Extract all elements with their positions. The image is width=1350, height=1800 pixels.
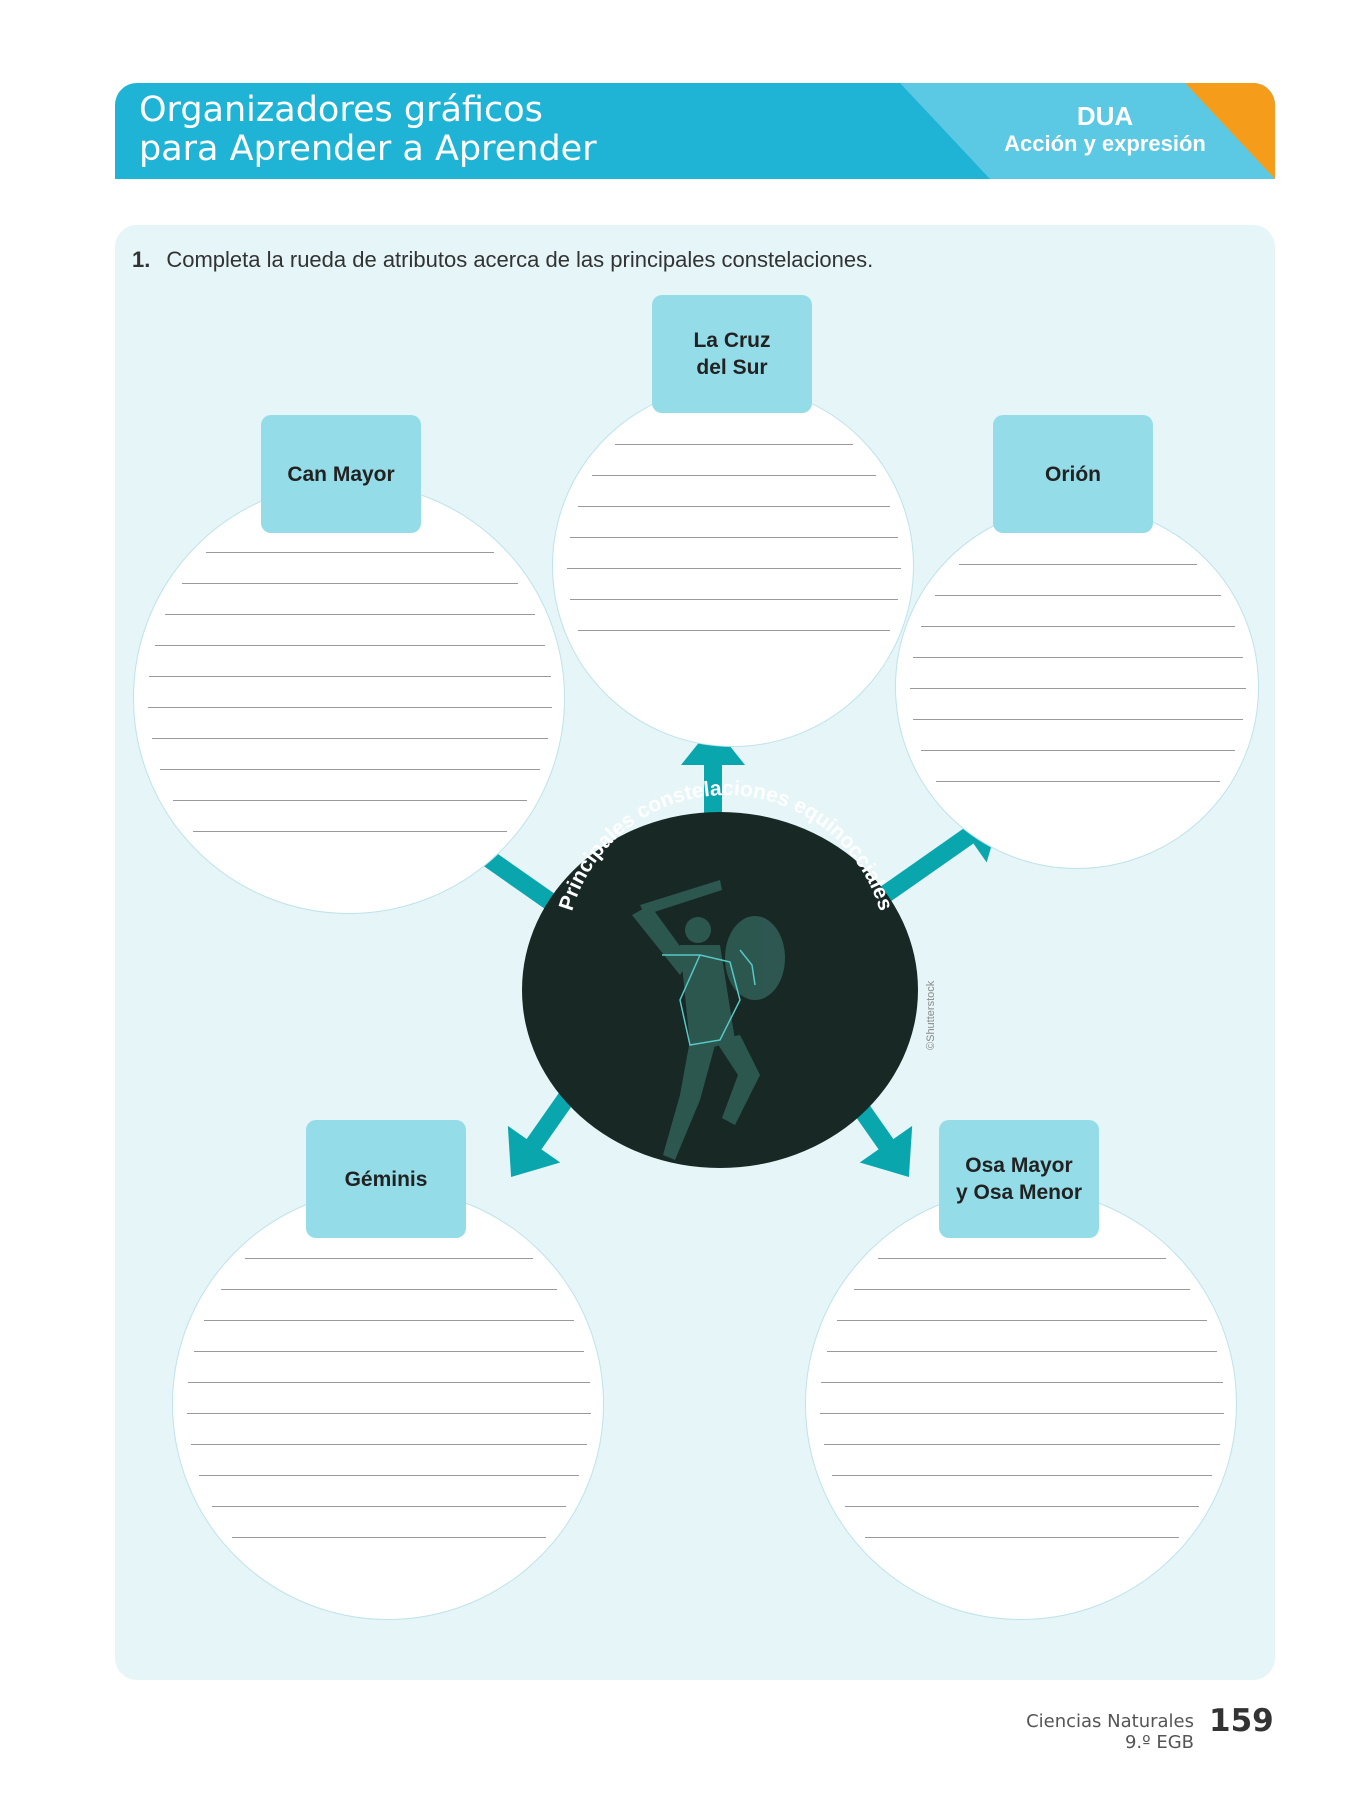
writing-line [567, 567, 901, 569]
writing-line [569, 536, 899, 538]
activity-instruction-text: Completa la rueda de atributos acerca de… [166, 247, 874, 272]
writing-line [821, 1382, 1223, 1384]
writing-line [165, 614, 535, 616]
writing-line [935, 595, 1221, 597]
writing-circle-la-cruz-del-sur[interactable] [552, 385, 914, 747]
activity-instruction: 1. Completa la rueda de atributos acerca … [132, 247, 873, 273]
writing-circle-can-mayor[interactable] [133, 482, 565, 914]
writing-line [205, 552, 495, 554]
writing-line [181, 583, 519, 585]
writing-line [212, 1506, 566, 1508]
label-osa-mayor-y-osa-menor: Osa Mayor y Osa Menor [939, 1120, 1099, 1238]
footer-grade: 9.º EGB [1124, 1732, 1194, 1753]
writing-line [198, 1475, 580, 1477]
writing-line [865, 1537, 1179, 1539]
header-title: Organizadores gráficos para Aprender a A… [139, 91, 597, 169]
label-text-orion: Orión [1045, 462, 1101, 486]
dua-badge-subtitle: Acción y expresión [1004, 131, 1206, 156]
label-orion: Orión [993, 415, 1153, 533]
writing-line [592, 474, 876, 476]
writing-line [232, 1537, 546, 1539]
writing-line [204, 1320, 574, 1322]
writing-line [220, 1289, 558, 1291]
writing-line [149, 676, 551, 678]
writing-line [912, 657, 1244, 659]
writing-line [577, 505, 891, 507]
writing-line [837, 1320, 1207, 1322]
writing-line [877, 1258, 1167, 1260]
page-number: 159 [1209, 1703, 1274, 1739]
dua-badge: DUA Acción y expresión [995, 101, 1215, 157]
orion-warrior-constellation-image [632, 880, 785, 1160]
label-geminis: Géminis [306, 1120, 466, 1238]
dua-badge-title: DUA [1076, 101, 1134, 131]
label-text-can-mayor: Can Mayor [287, 462, 395, 486]
writing-line [148, 707, 552, 709]
writing-circle-orion[interactable] [895, 505, 1259, 869]
writing-line [826, 1351, 1218, 1353]
label-text-osa-mayor-y-osa-menor: Osa Mayor y Osa Menor [955, 1154, 1083, 1204]
footer-subject: Ciencias Naturales [1026, 1711, 1194, 1732]
writing-line [958, 564, 1198, 566]
writing-line [920, 750, 1236, 752]
writing-line [187, 1413, 591, 1415]
label-text-la-cruz-del-sur: La Cruz del Sur [693, 329, 771, 379]
writing-line [615, 443, 853, 445]
writing-line [920, 626, 1236, 628]
label-can-mayor: Can Mayor [261, 415, 421, 533]
writing-line [823, 1444, 1221, 1446]
writing-line [912, 719, 1244, 721]
constellation-lines [662, 949, 756, 1046]
writing-line [154, 645, 546, 647]
writing-line [853, 1289, 1191, 1291]
writing-line [244, 1258, 534, 1260]
section-header: Organizadores gráficos para Aprender a A… [115, 83, 1275, 179]
writing-line [935, 781, 1221, 783]
writing-line [910, 688, 1246, 690]
writing-line [190, 1444, 588, 1446]
writing-line [159, 769, 541, 771]
label-text-geminis: Géminis [344, 1167, 428, 1191]
footer-subject-block: Ciencias Naturales 9.º EGB [1026, 1711, 1194, 1753]
writing-line [569, 598, 899, 600]
image-credit: ©Shutterstock [925, 980, 937, 1050]
writing-circle-osa-mayor-y-osa-menor[interactable] [805, 1188, 1237, 1620]
writing-circle-geminis[interactable] [172, 1188, 604, 1620]
activity-number: 1. [132, 247, 151, 272]
writing-line [193, 831, 507, 833]
writing-line [578, 629, 890, 631]
label-la-cruz-del-sur: La Cruz del Sur [652, 295, 812, 413]
writing-line [173, 800, 527, 802]
header-background [115, 83, 1275, 179]
writing-line [193, 1351, 585, 1353]
writing-line [188, 1382, 590, 1384]
writing-line [151, 738, 549, 740]
header-title-line2: para Aprender a Aprender [139, 129, 597, 169]
writing-line [820, 1413, 1224, 1415]
writing-line [831, 1475, 1213, 1477]
writing-line [845, 1506, 1199, 1508]
header-title-line1: Organizadores gráficos [139, 90, 543, 130]
